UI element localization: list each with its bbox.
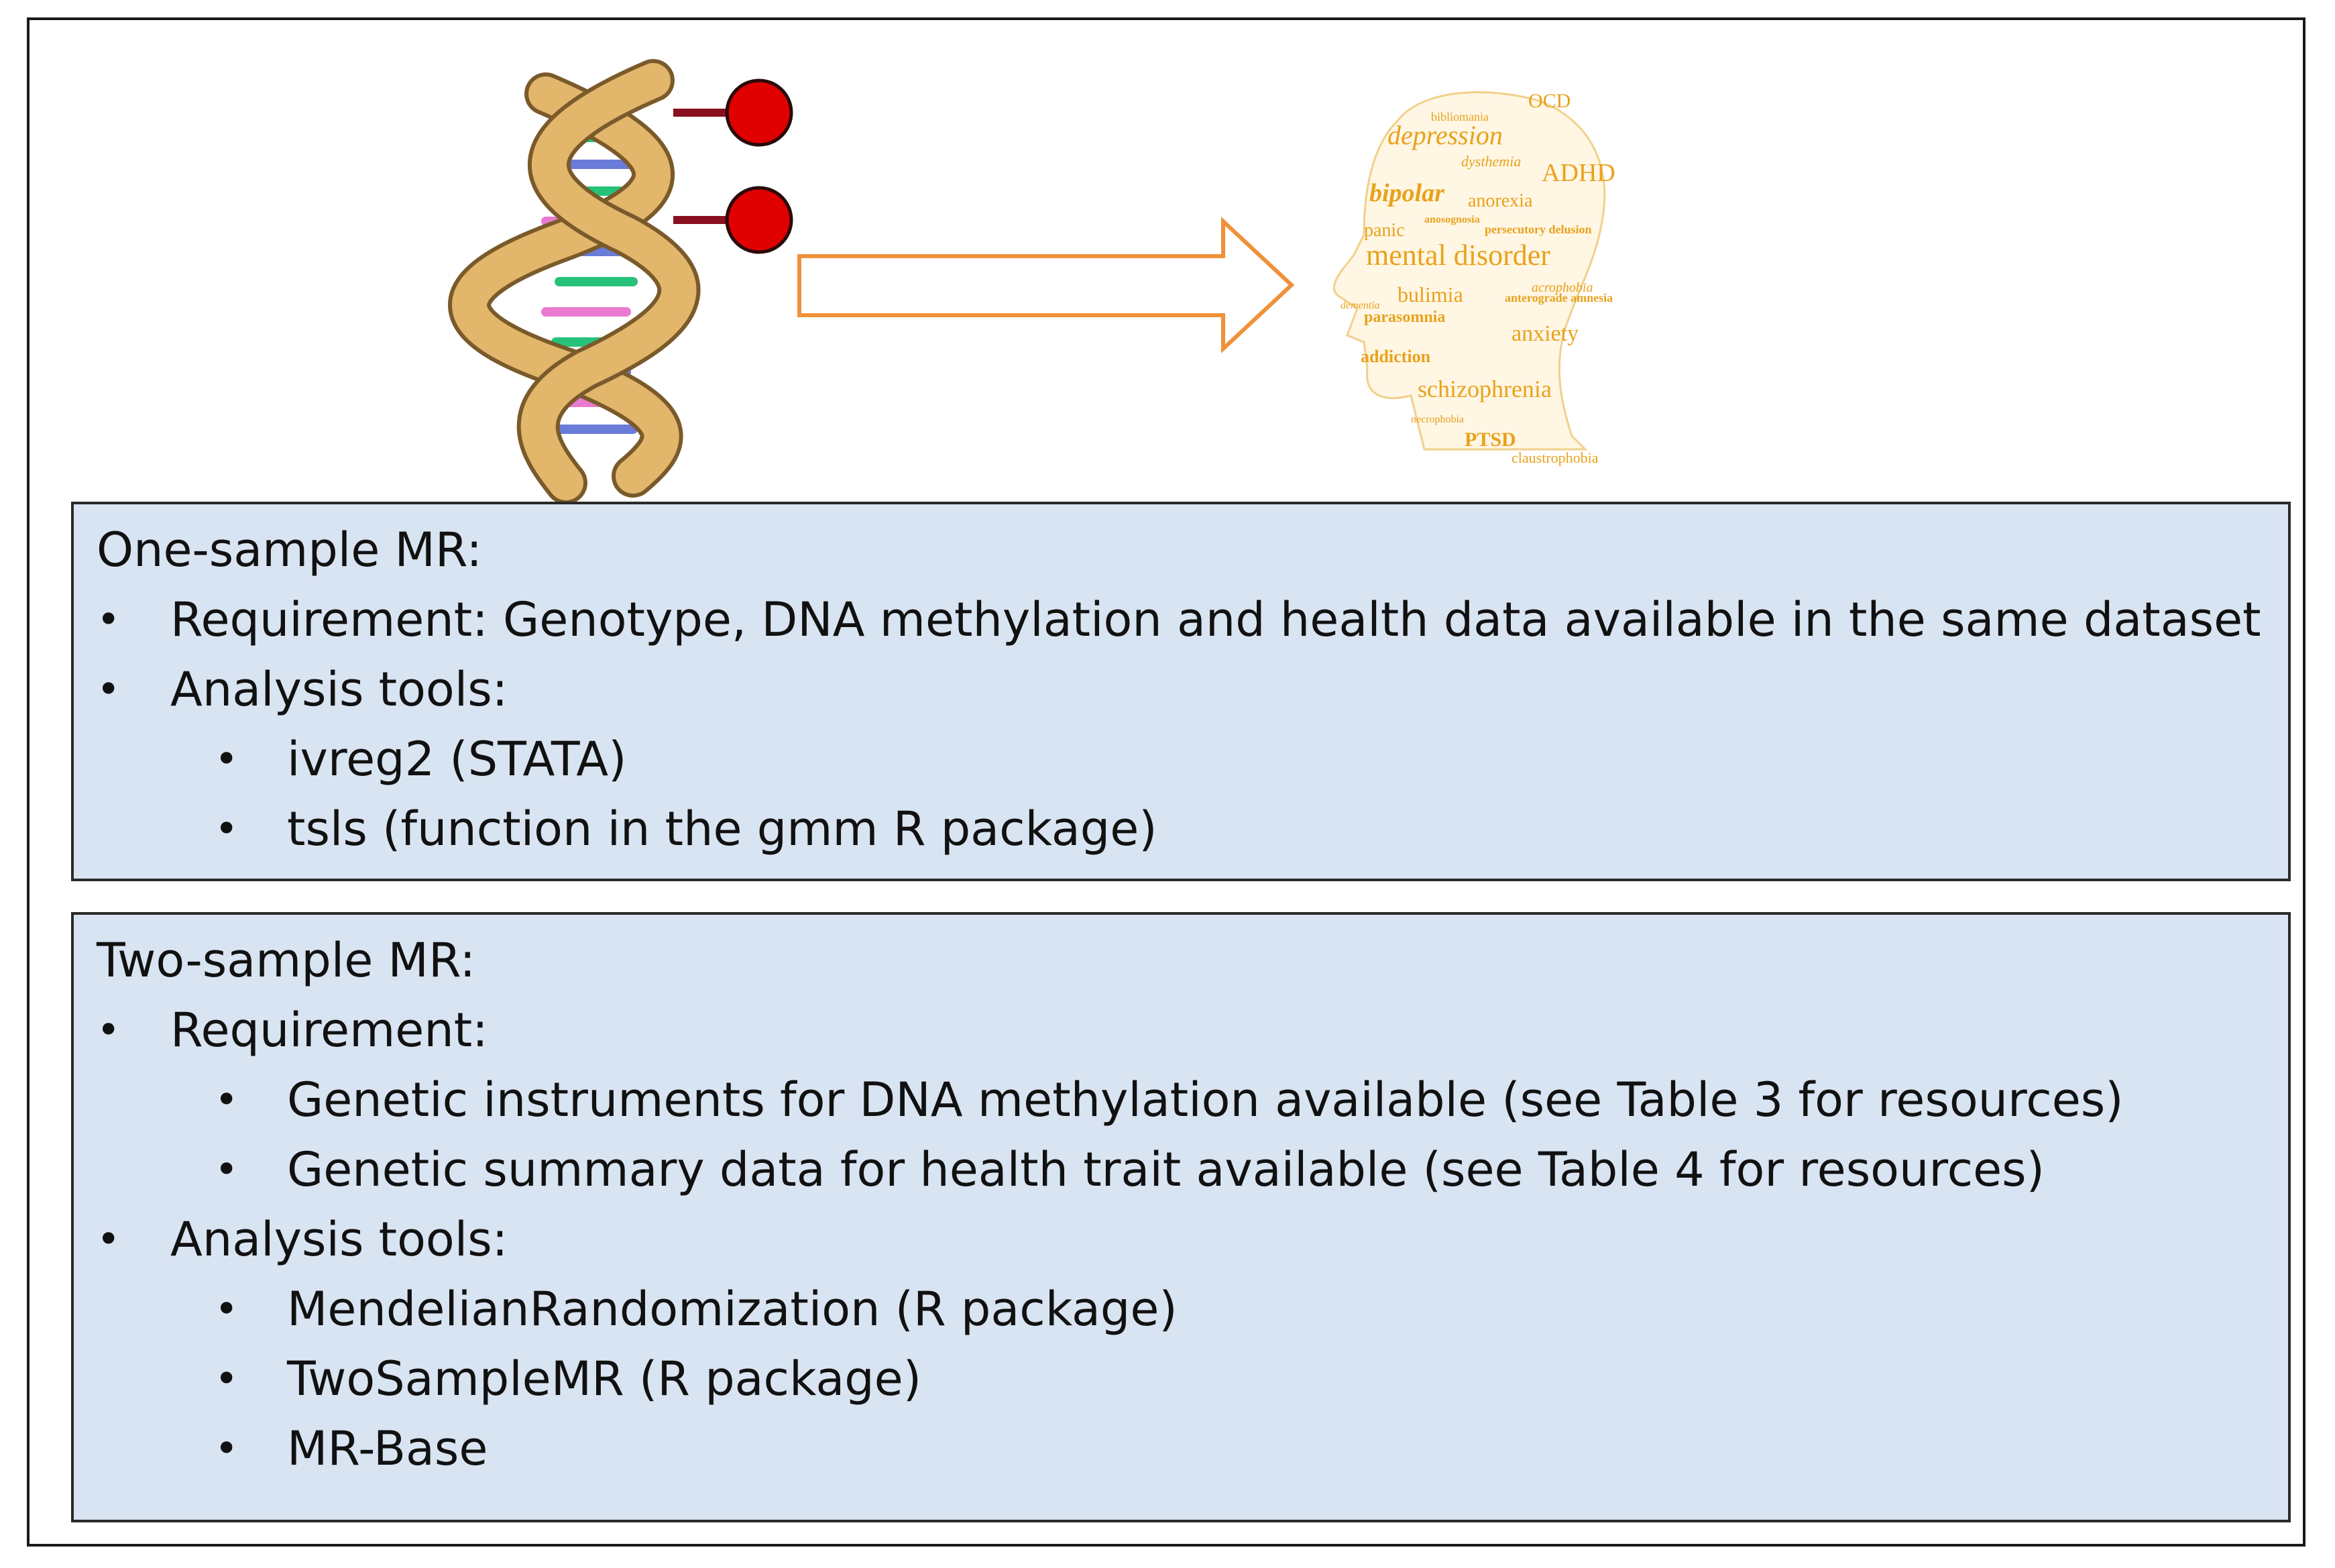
word: claustrophobia	[1512, 449, 1599, 466]
methyl-group-icon	[673, 186, 793, 254]
bullet: •	[215, 805, 239, 852]
bullet: •	[215, 1286, 239, 1333]
head-wordcloud-icon: OCD bibliomania depression dysthemia ADH…	[1332, 90, 1615, 466]
word: mental disorder	[1366, 239, 1550, 272]
word: bipolar	[1369, 179, 1445, 207]
one-sample-mr-panel: One-sample MR: • Requirement: Genotype, …	[71, 502, 2291, 881]
bullet: •	[215, 1355, 239, 1402]
word: anosognosia	[1424, 214, 1480, 225]
right-arrow-icon	[797, 217, 1295, 353]
dna-helix-icon	[448, 59, 701, 503]
word: persecutory delusion	[1485, 223, 1592, 236]
tool-item: ivreg2 (STATA)	[287, 732, 627, 787]
requirement-label: Requirement:	[170, 1003, 488, 1058]
tool-item: tsls (function in the gmm R package)	[287, 801, 1157, 856]
requirement-item: Genetic summary data for health trait av…	[287, 1142, 2045, 1197]
panel-title: Two-sample MR:	[97, 933, 476, 988]
requirement-text: Requirement: Genotype, DNA methylation a…	[170, 592, 2261, 647]
word: acrophobia	[1532, 280, 1593, 295]
bullet: •	[215, 1076, 239, 1123]
word: depression	[1387, 120, 1503, 150]
bullet: •	[97, 596, 121, 643]
bullet: •	[97, 1216, 121, 1263]
word: anorexia	[1468, 190, 1533, 211]
analysis-tools-label: Analysis tools:	[170, 662, 508, 717]
tool-item: MendelianRandomization (R package)	[287, 1282, 1178, 1337]
word: panic	[1364, 220, 1405, 241]
bullet: •	[97, 666, 121, 713]
helix-strand	[520, 63, 697, 500]
word: PTSD	[1465, 429, 1516, 451]
illustration: OCD bibliomania depression dysthemia ADH…	[448, 59, 1615, 503]
word: bulimia	[1398, 282, 1463, 306]
word: addiction	[1361, 347, 1431, 366]
word: OCD	[1528, 90, 1571, 112]
word: schizophrenia	[1418, 376, 1552, 402]
word: anxiety	[1512, 321, 1579, 346]
tool-item: MR-Base	[287, 1421, 488, 1476]
word: dysthemia	[1461, 153, 1521, 170]
requirement-item: Genetic instruments for DNA methylation …	[287, 1072, 2124, 1127]
word: bibliomania	[1431, 110, 1489, 123]
bullet: •	[215, 736, 239, 783]
methyl-group-icon	[673, 78, 793, 147]
word: dementia	[1341, 300, 1380, 311]
panel-title: One-sample MR:	[97, 522, 483, 577]
word: necrophobia	[1411, 414, 1464, 425]
tool-item: TwoSampleMR (R package)	[287, 1351, 922, 1406]
figure-frame: OCD bibliomania depression dysthemia ADH…	[27, 17, 2305, 1547]
helix-strand	[452, 76, 679, 494]
word: parasomnia	[1364, 309, 1445, 326]
bullet: •	[215, 1425, 239, 1472]
bullet: •	[97, 1007, 121, 1054]
bullet: •	[215, 1146, 239, 1193]
word: anterograde amnesia	[1505, 291, 1613, 304]
two-sample-mr-panel: Two-sample MR: • Requirement: • Genetic …	[71, 912, 2291, 1522]
word: ADHD	[1542, 159, 1615, 187]
analysis-tools-label: Analysis tools:	[170, 1212, 508, 1267]
